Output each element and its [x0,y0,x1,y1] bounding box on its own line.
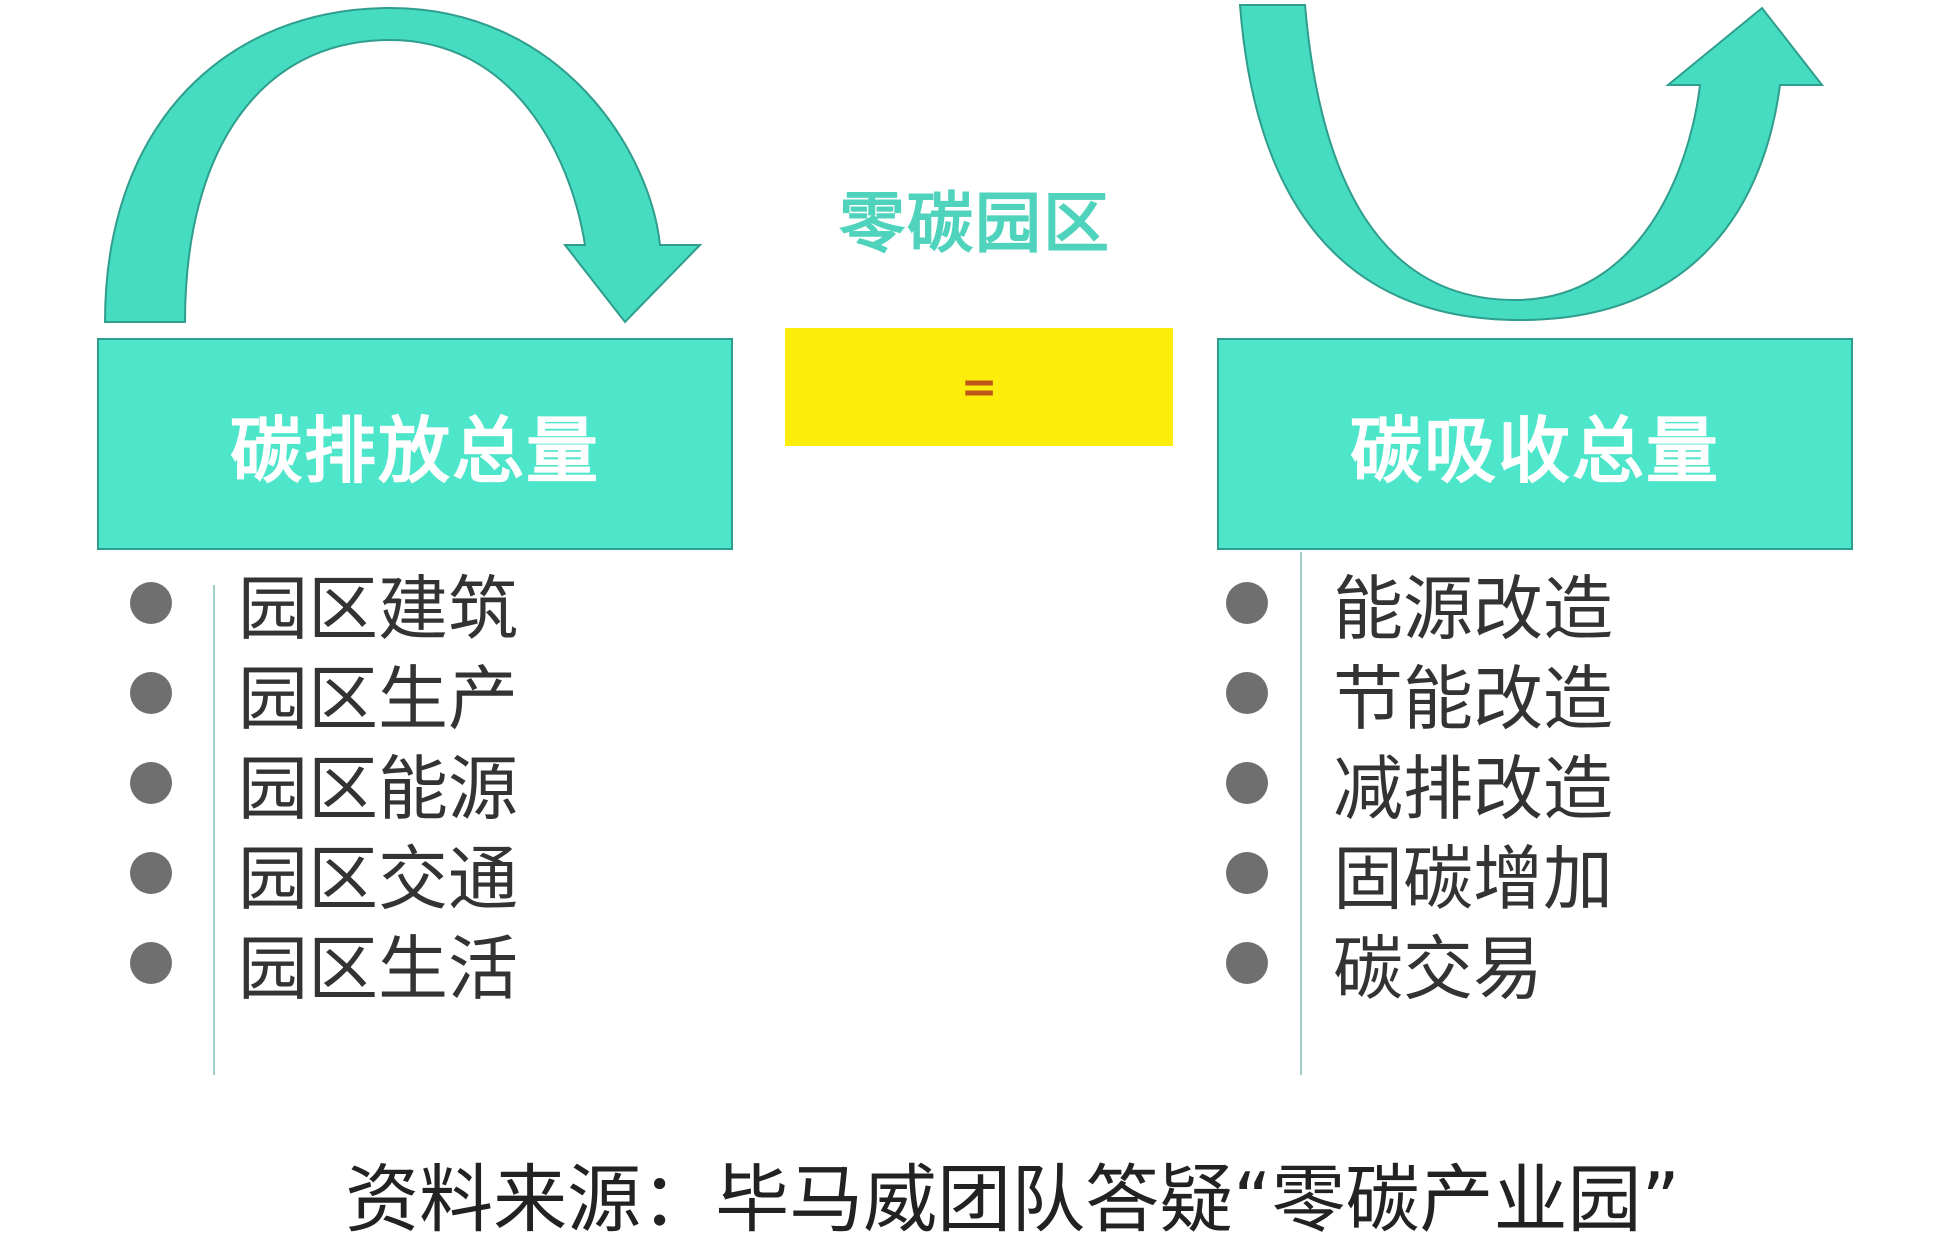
item-label: 园区建筑 [238,567,518,650]
curved-arrow-down-icon [103,6,703,324]
right-bracket [1300,552,1302,1075]
bullet-icon [130,852,172,894]
bullet-icon [130,672,172,714]
curved-arrow-up-icon [1238,4,1825,322]
equals-box: = [785,328,1173,446]
left-bracket [213,585,215,1075]
bullet-icon [130,582,172,624]
item-label: 固碳增加 [1333,837,1613,920]
carbon-absorption-total-box: 碳吸收总量 [1217,338,1853,550]
bullet-icon [1226,582,1268,624]
bullet-icon [1226,762,1268,804]
carbon-emission-total-label: 碳排放总量 [229,408,600,493]
carbon-emission-total-box: 碳排放总量 [97,338,733,550]
bullet-icon [130,762,172,804]
bullet-icon [1226,942,1268,984]
item-label: 园区交通 [238,837,518,920]
item-label: 节能改造 [1333,657,1613,740]
diagram-title: 零碳园区 [839,185,1111,262]
item-label: 园区能源 [238,747,518,830]
source-caption: 资料来源：毕马威团队答疑“零碳产业园” [345,1157,1680,1237]
item-label: 能源改造 [1333,567,1613,650]
bullet-icon [1226,852,1268,894]
item-label: 园区生活 [238,927,518,1010]
item-label: 园区生产 [238,657,518,740]
bullet-icon [1226,672,1268,714]
carbon-absorption-total-label: 碳吸收总量 [1349,408,1720,493]
bullet-icon [130,942,172,984]
item-label: 碳交易 [1333,927,1543,1010]
item-label: 减排改造 [1333,747,1613,830]
equals-sign: = [960,361,998,413]
